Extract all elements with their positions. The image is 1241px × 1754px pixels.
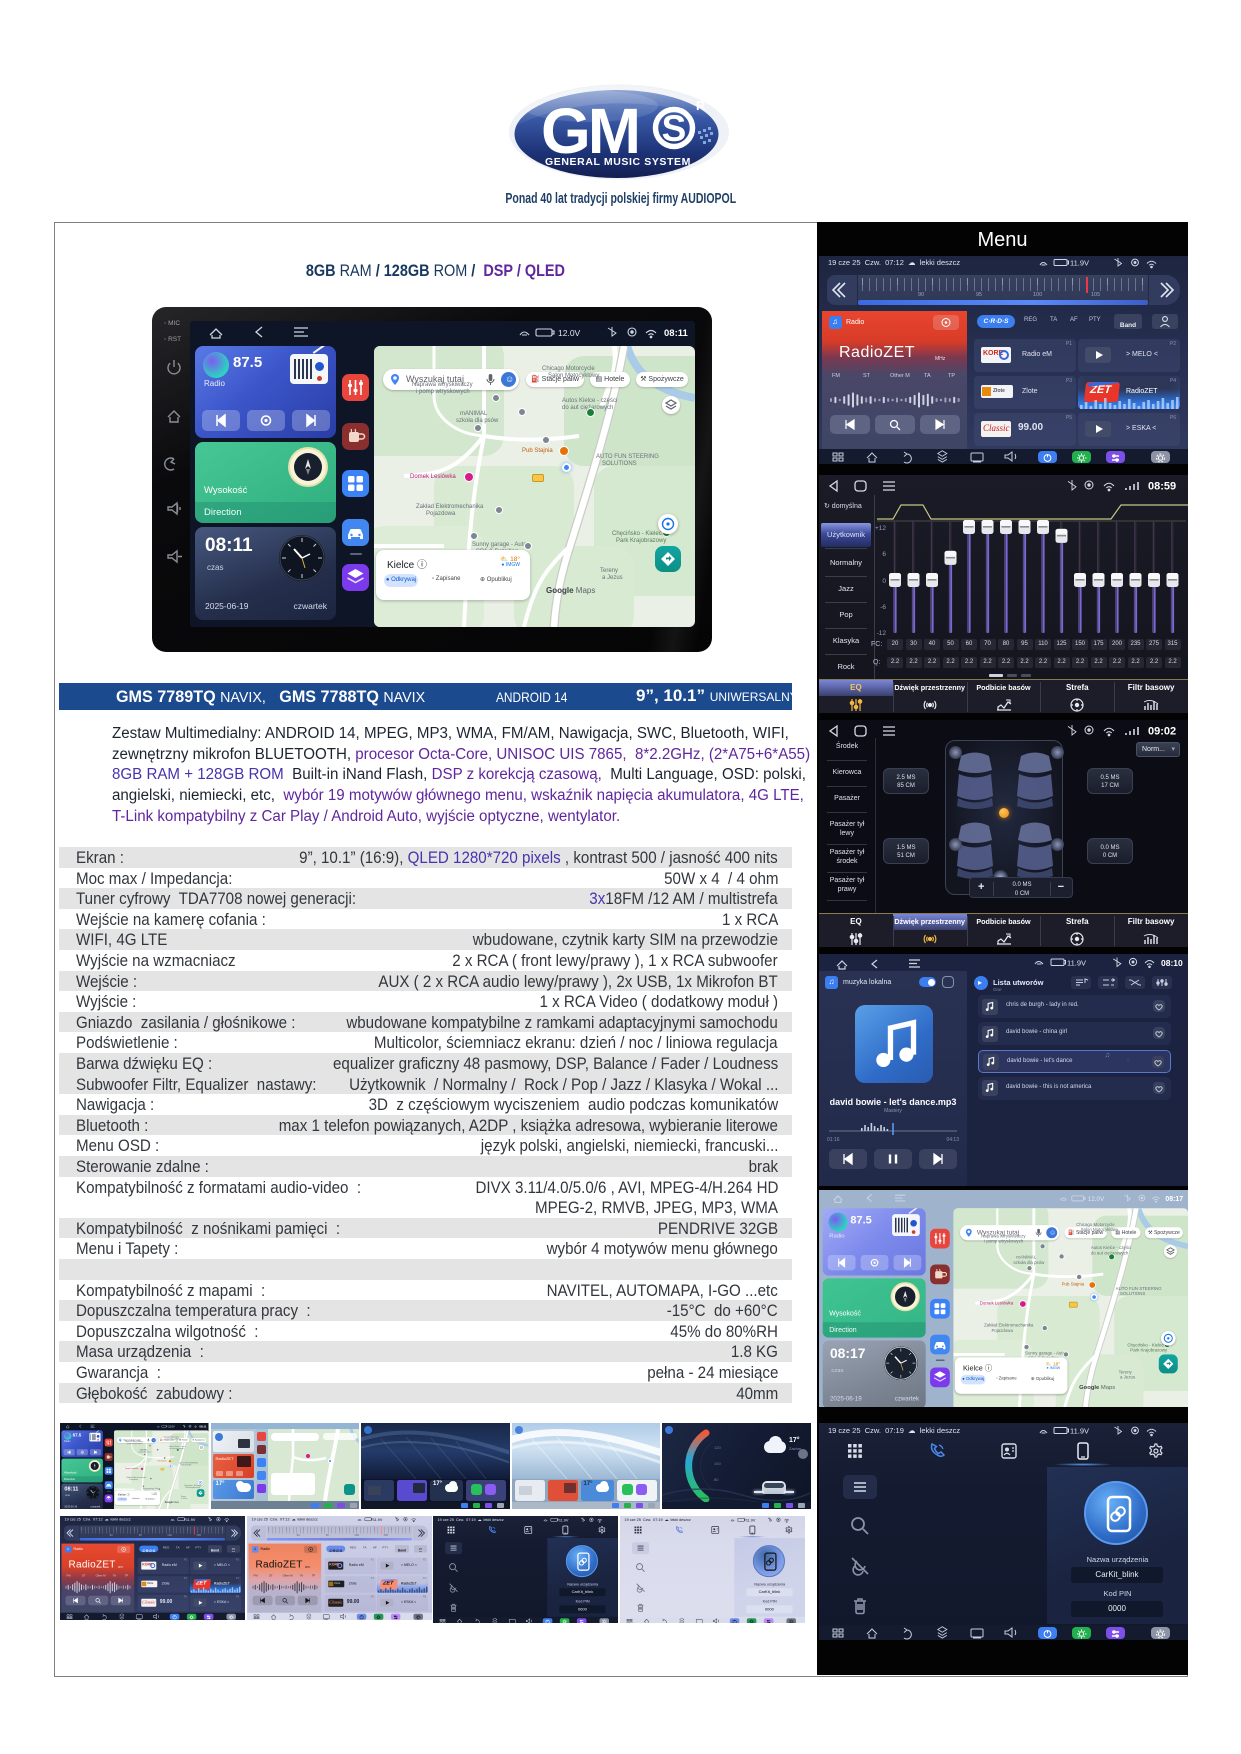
svg-text:08:10: 08:10: [1161, 958, 1183, 968]
svg-text:11.9V: 11.9V: [186, 1518, 196, 1522]
svg-text:09:02: 09:02: [1148, 726, 1176, 738]
svg-text:08:59: 08:59: [1148, 481, 1176, 493]
svg-text:11.9V: 11.9V: [559, 1518, 569, 1522]
svg-text:12.0V: 12.0V: [1088, 1196, 1105, 1203]
svg-text:11.9V: 11.9V: [745, 1518, 755, 1522]
svg-text:11.9V: 11.9V: [1067, 959, 1086, 968]
svg-text:-6: -6: [880, 604, 886, 611]
svg-text:12.0V: 12.0V: [168, 1425, 175, 1428]
svg-text:GENERAL MUSIC SYSTEM: GENERAL MUSIC SYSTEM: [545, 156, 691, 168]
svg-text:0: 0: [882, 578, 886, 585]
svg-text:08:11: 08:11: [664, 328, 688, 339]
svg-text:12.0V: 12.0V: [558, 328, 581, 338]
svg-text:-12: -12: [877, 630, 887, 637]
svg-text:6: 6: [882, 551, 886, 558]
svg-text:08:11: 08:11: [199, 1424, 206, 1428]
svg-text:11.9V: 11.9V: [1070, 259, 1089, 268]
svg-text:+12: +12: [875, 525, 886, 532]
svg-text:08:17: 08:17: [1165, 1196, 1183, 1203]
svg-text:GM: GM: [541, 95, 638, 167]
svg-text:11.9V: 11.9V: [1070, 1427, 1089, 1436]
svg-text:R: R: [696, 98, 706, 113]
svg-text:S: S: [662, 108, 687, 149]
svg-text:11.9V: 11.9V: [372, 1518, 382, 1522]
